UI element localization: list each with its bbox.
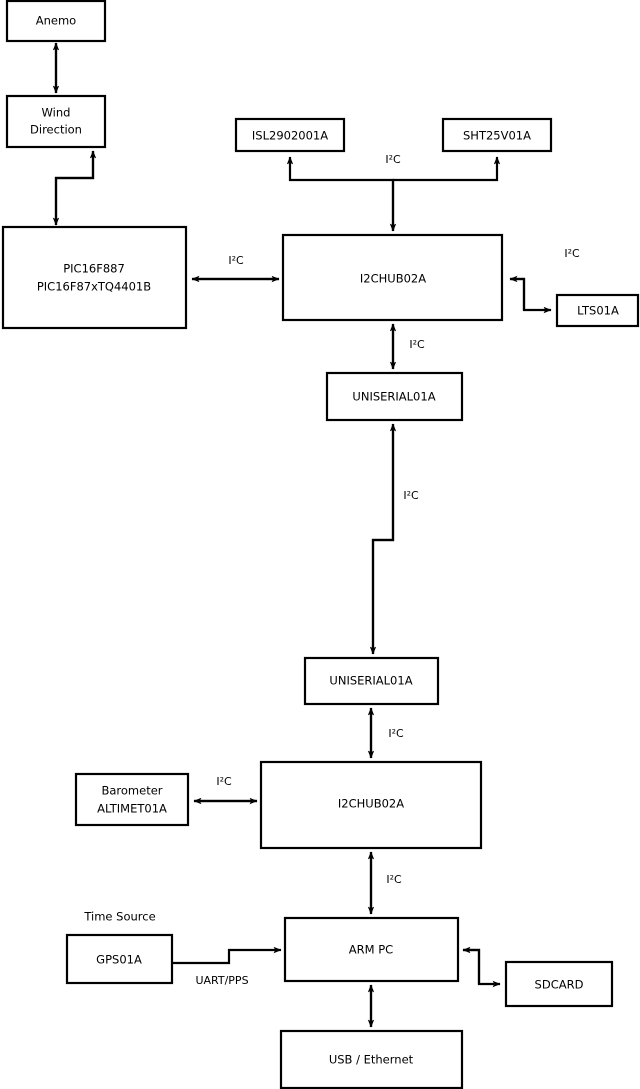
node-usb-ethernet[interactable]: USB / Ethernet — [279, 1029, 464, 1089]
edge-hub-isl-sht-bus — [286, 156, 395, 231]
node-sht25v01a[interactable]: SHT25V01A — [441, 117, 553, 153]
edge-label-uniserial-hub2: I²C — [388, 727, 404, 740]
node-i2chub02a-bottom-label: I2CHUB02A — [338, 797, 404, 811]
node-anemo-label: Anemo — [36, 14, 76, 28]
edge-label-hub-uniserial: I²C — [409, 338, 425, 351]
node-pic-mcu[interactable]: PIC16F887 PIC16F87xTQ4401B — [1, 225, 188, 330]
node-gps01a[interactable]: GPS01A — [65, 933, 174, 985]
edge-hub-sht-branch — [393, 156, 501, 182]
node-i2chub02a-bottom[interactable]: I2CHUB02A — [259, 760, 483, 850]
edge-label-uniserial-link: I²C — [403, 489, 419, 502]
node-wind-direction-label-2: Direction — [30, 123, 82, 137]
node-i2chub02a-top[interactable]: I2CHUB02A — [281, 233, 504, 322]
edge-gps-armpc — [172, 946, 282, 965]
node-lts01a-label: LTS01A — [577, 304, 619, 318]
edge-label-hub2-armpc: I²C — [386, 873, 402, 886]
node-barometer-label-1: Barometer — [101, 784, 162, 798]
edge-hub-lts — [510, 277, 552, 314]
node-barometer-label-2: ALTIMET01A — [97, 802, 167, 816]
node-pic-mcu-label-1: PIC16F887 — [63, 262, 125, 276]
node-uniserial01a-top-label: UNISERIAL01A — [352, 390, 435, 404]
edge-label-pic-hub: I²C — [228, 254, 244, 267]
edge-uniserial-link-down — [369, 424, 395, 655]
node-anemo[interactable]: Anemo — [5, 0, 107, 43]
node-usb-ethernet-label: USB / Ethernet — [329, 1053, 414, 1067]
node-isl2902001a[interactable]: ISL2902001A — [234, 117, 346, 153]
node-i2chub02a-top-label: I2CHUB02A — [360, 272, 426, 286]
edge-label-barometer-hub2: I²C — [216, 775, 232, 788]
node-sdcard[interactable]: SDCARD — [504, 960, 614, 1008]
label-time-source: Time Source — [83, 910, 155, 924]
node-uniserial01a-bottom-label: UNISERIAL01A — [329, 674, 412, 688]
node-wind-direction-label-1: Wind — [42, 106, 71, 120]
edge-label-isl-sht-bus: I²C — [385, 153, 401, 166]
node-uniserial01a-bottom[interactable]: UNISERIAL01A — [303, 656, 440, 706]
node-lts01a[interactable]: LTS01A — [555, 293, 640, 328]
edge-label-hub-lts: I²C — [564, 247, 580, 260]
node-pic-mcu-label-2: PIC16F87xTQ4401B — [37, 280, 151, 294]
edge-armpc-sdcard — [463, 948, 501, 988]
edge-wind-pic — [52, 151, 95, 226]
node-sdcard-label: SDCARD — [535, 978, 584, 992]
node-wind-direction[interactable]: Wind Direction — [5, 94, 107, 149]
node-sht25v01a-label: SHT25V01A — [463, 129, 531, 143]
edge-pic-wind — [54, 150, 97, 225]
edge-label-gps-armpc: UART/PPS — [195, 974, 248, 987]
node-barometer[interactable]: Barometer ALTIMET01A — [74, 772, 190, 827]
node-arm-pc[interactable]: ARM PC — [283, 916, 460, 983]
node-arm-pc-label: ARM PC — [349, 943, 393, 957]
node-isl2902001a-label: ISL2902001A — [252, 129, 328, 143]
node-uniserial01a-top[interactable]: UNISERIAL01A — [325, 371, 464, 422]
edge-sdcard-armpc — [462, 946, 481, 984]
node-gps01a-label: GPS01A — [96, 953, 142, 967]
edge-lts-hub — [509, 275, 526, 310]
